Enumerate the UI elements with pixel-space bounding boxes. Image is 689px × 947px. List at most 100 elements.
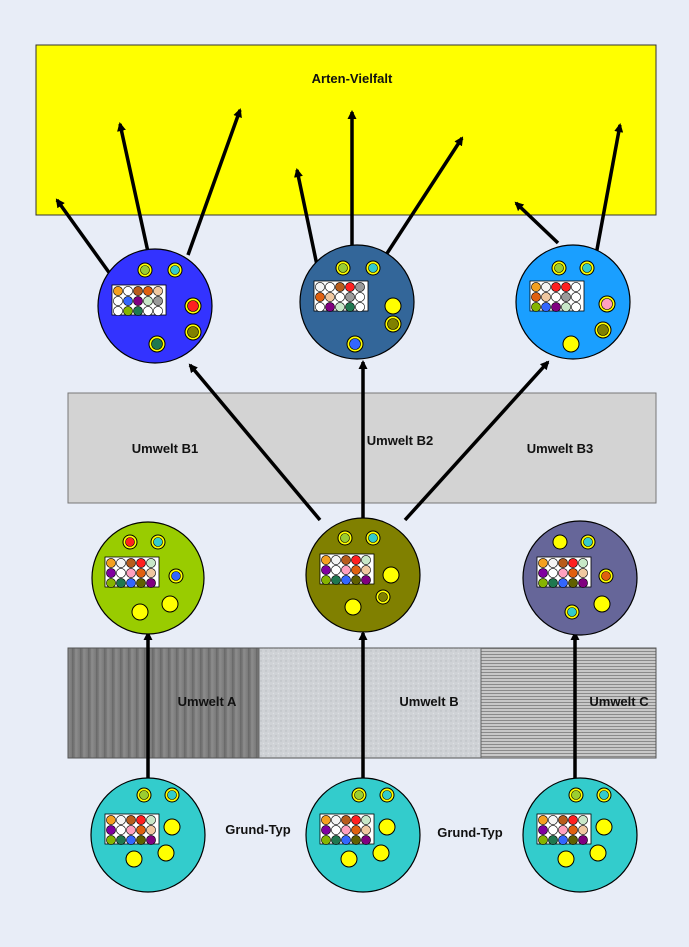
population-b-allele xyxy=(361,565,371,575)
label-grundtyp-1: Grund-Typ xyxy=(225,822,291,837)
grundtyp-2-allele xyxy=(351,835,361,845)
population-a-allele xyxy=(136,558,146,568)
population-b-allele xyxy=(361,575,371,585)
grundtyp-3-allele xyxy=(548,825,558,835)
species-b2-dot xyxy=(384,297,402,315)
species-b1-allele xyxy=(133,286,143,296)
arrow-3 xyxy=(188,363,322,522)
grundtyp-1-allele xyxy=(146,825,156,835)
species-b1-allele xyxy=(113,306,123,316)
arrow-7 xyxy=(117,122,150,253)
population-c-allele xyxy=(548,568,558,578)
species-b3-allele xyxy=(531,292,541,302)
grundtyp-3-dot xyxy=(589,844,607,862)
population-c-allele xyxy=(558,568,568,578)
grundtyp-3-allele xyxy=(538,835,548,845)
grundtyp-3-allele xyxy=(568,835,578,845)
population-c-allele xyxy=(578,568,588,578)
population-a-allele xyxy=(116,558,126,568)
species-b1-allele xyxy=(143,286,153,296)
species-b3-allele xyxy=(551,282,561,292)
label-umwelt-c: Umwelt C xyxy=(589,694,649,709)
species-b2-allele xyxy=(315,282,325,292)
species-b2-allele xyxy=(345,282,355,292)
grundtyp-3-allele xyxy=(578,825,588,835)
population-a-allele xyxy=(126,578,136,588)
species-b1-dot-core xyxy=(151,338,163,350)
arrow-9 xyxy=(294,168,320,271)
population-a-allele xyxy=(126,568,136,578)
species-b1-allele xyxy=(143,306,153,316)
population-b-allele xyxy=(341,575,351,585)
grundtyp-3-allele xyxy=(568,825,578,835)
population-b-allele xyxy=(331,565,341,575)
grundtyp-2-allele xyxy=(361,825,371,835)
species-b3-dot xyxy=(562,335,580,353)
grundtyp-1-allele xyxy=(106,815,116,825)
label-umwelt-b: Umwelt B xyxy=(399,694,458,709)
species-b3-allele xyxy=(551,292,561,302)
species-b1-dot-core xyxy=(187,326,199,338)
population-a-allele xyxy=(136,578,146,588)
species-b1-dot-core xyxy=(170,265,180,275)
species-b2-dot-core xyxy=(349,338,361,350)
species-b2-allele xyxy=(355,282,365,292)
population-c-allele xyxy=(538,568,548,578)
grundtyp-1-allele xyxy=(116,835,126,845)
population-c-allele xyxy=(548,578,558,588)
species-b2-allele xyxy=(315,302,325,312)
grundtyp-1-allele xyxy=(106,825,116,835)
grundtyp-2-dot xyxy=(378,818,396,836)
grundtyp-3-allele xyxy=(558,815,568,825)
grundtyp-3-allele xyxy=(538,825,548,835)
species-b3-allele xyxy=(571,282,581,292)
umwelt-a-region xyxy=(68,648,259,758)
population-b-allele xyxy=(341,555,351,565)
population-a-allele xyxy=(116,568,126,578)
species-b2-allele xyxy=(355,292,365,302)
species-b1-allele xyxy=(123,286,133,296)
population-b-dot xyxy=(382,566,400,584)
species-b1-dot-core xyxy=(187,300,199,312)
arrow-5 xyxy=(403,360,550,522)
species-b1-allele xyxy=(153,306,163,316)
grundtyp-1-allele xyxy=(136,815,146,825)
population-c-dot-core xyxy=(583,537,593,547)
population-b-allele xyxy=(351,565,361,575)
grundtyp-2-allele xyxy=(341,815,351,825)
grundtyp-1-allele xyxy=(136,825,146,835)
grundtyp-2-allele xyxy=(331,835,341,845)
species-b2-allele xyxy=(335,282,345,292)
grundtyp-3-dot-core xyxy=(599,790,609,800)
population-a-allele xyxy=(106,558,116,568)
population-b-allele xyxy=(351,555,361,565)
species-b2-allele xyxy=(345,302,355,312)
species-b3-allele xyxy=(531,302,541,312)
grundtyp-3-dot xyxy=(557,850,575,868)
population-c-dot-core xyxy=(601,571,611,581)
population-c-allele xyxy=(568,558,578,568)
grundtyp-2-allele xyxy=(331,815,341,825)
species-b1-allele xyxy=(133,306,143,316)
population-c-allele xyxy=(578,578,588,588)
grundtyp-1-allele xyxy=(116,825,126,835)
grundtyp-1-allele xyxy=(126,835,136,845)
population-c-dot xyxy=(552,534,568,550)
species-b2-allele xyxy=(325,292,335,302)
population-a-dot-core xyxy=(153,537,163,547)
grundtyp-1-allele xyxy=(106,835,116,845)
species-b2-allele xyxy=(325,282,335,292)
grundtyp-3-dot xyxy=(595,818,613,836)
grundtyp-2-allele xyxy=(361,835,371,845)
population-b-allele xyxy=(341,565,351,575)
grundtyp-3-allele xyxy=(558,825,568,835)
population-c-dot xyxy=(593,595,611,613)
species-b2-dot-core xyxy=(368,263,378,273)
population-c-dot-core xyxy=(567,607,577,617)
grundtyp-1-allele xyxy=(126,815,136,825)
species-b3-allele xyxy=(541,282,551,292)
species-b3-allele xyxy=(541,292,551,302)
population-b-allele xyxy=(361,555,371,565)
population-b-allele xyxy=(321,565,331,575)
species-b3-allele xyxy=(531,282,541,292)
